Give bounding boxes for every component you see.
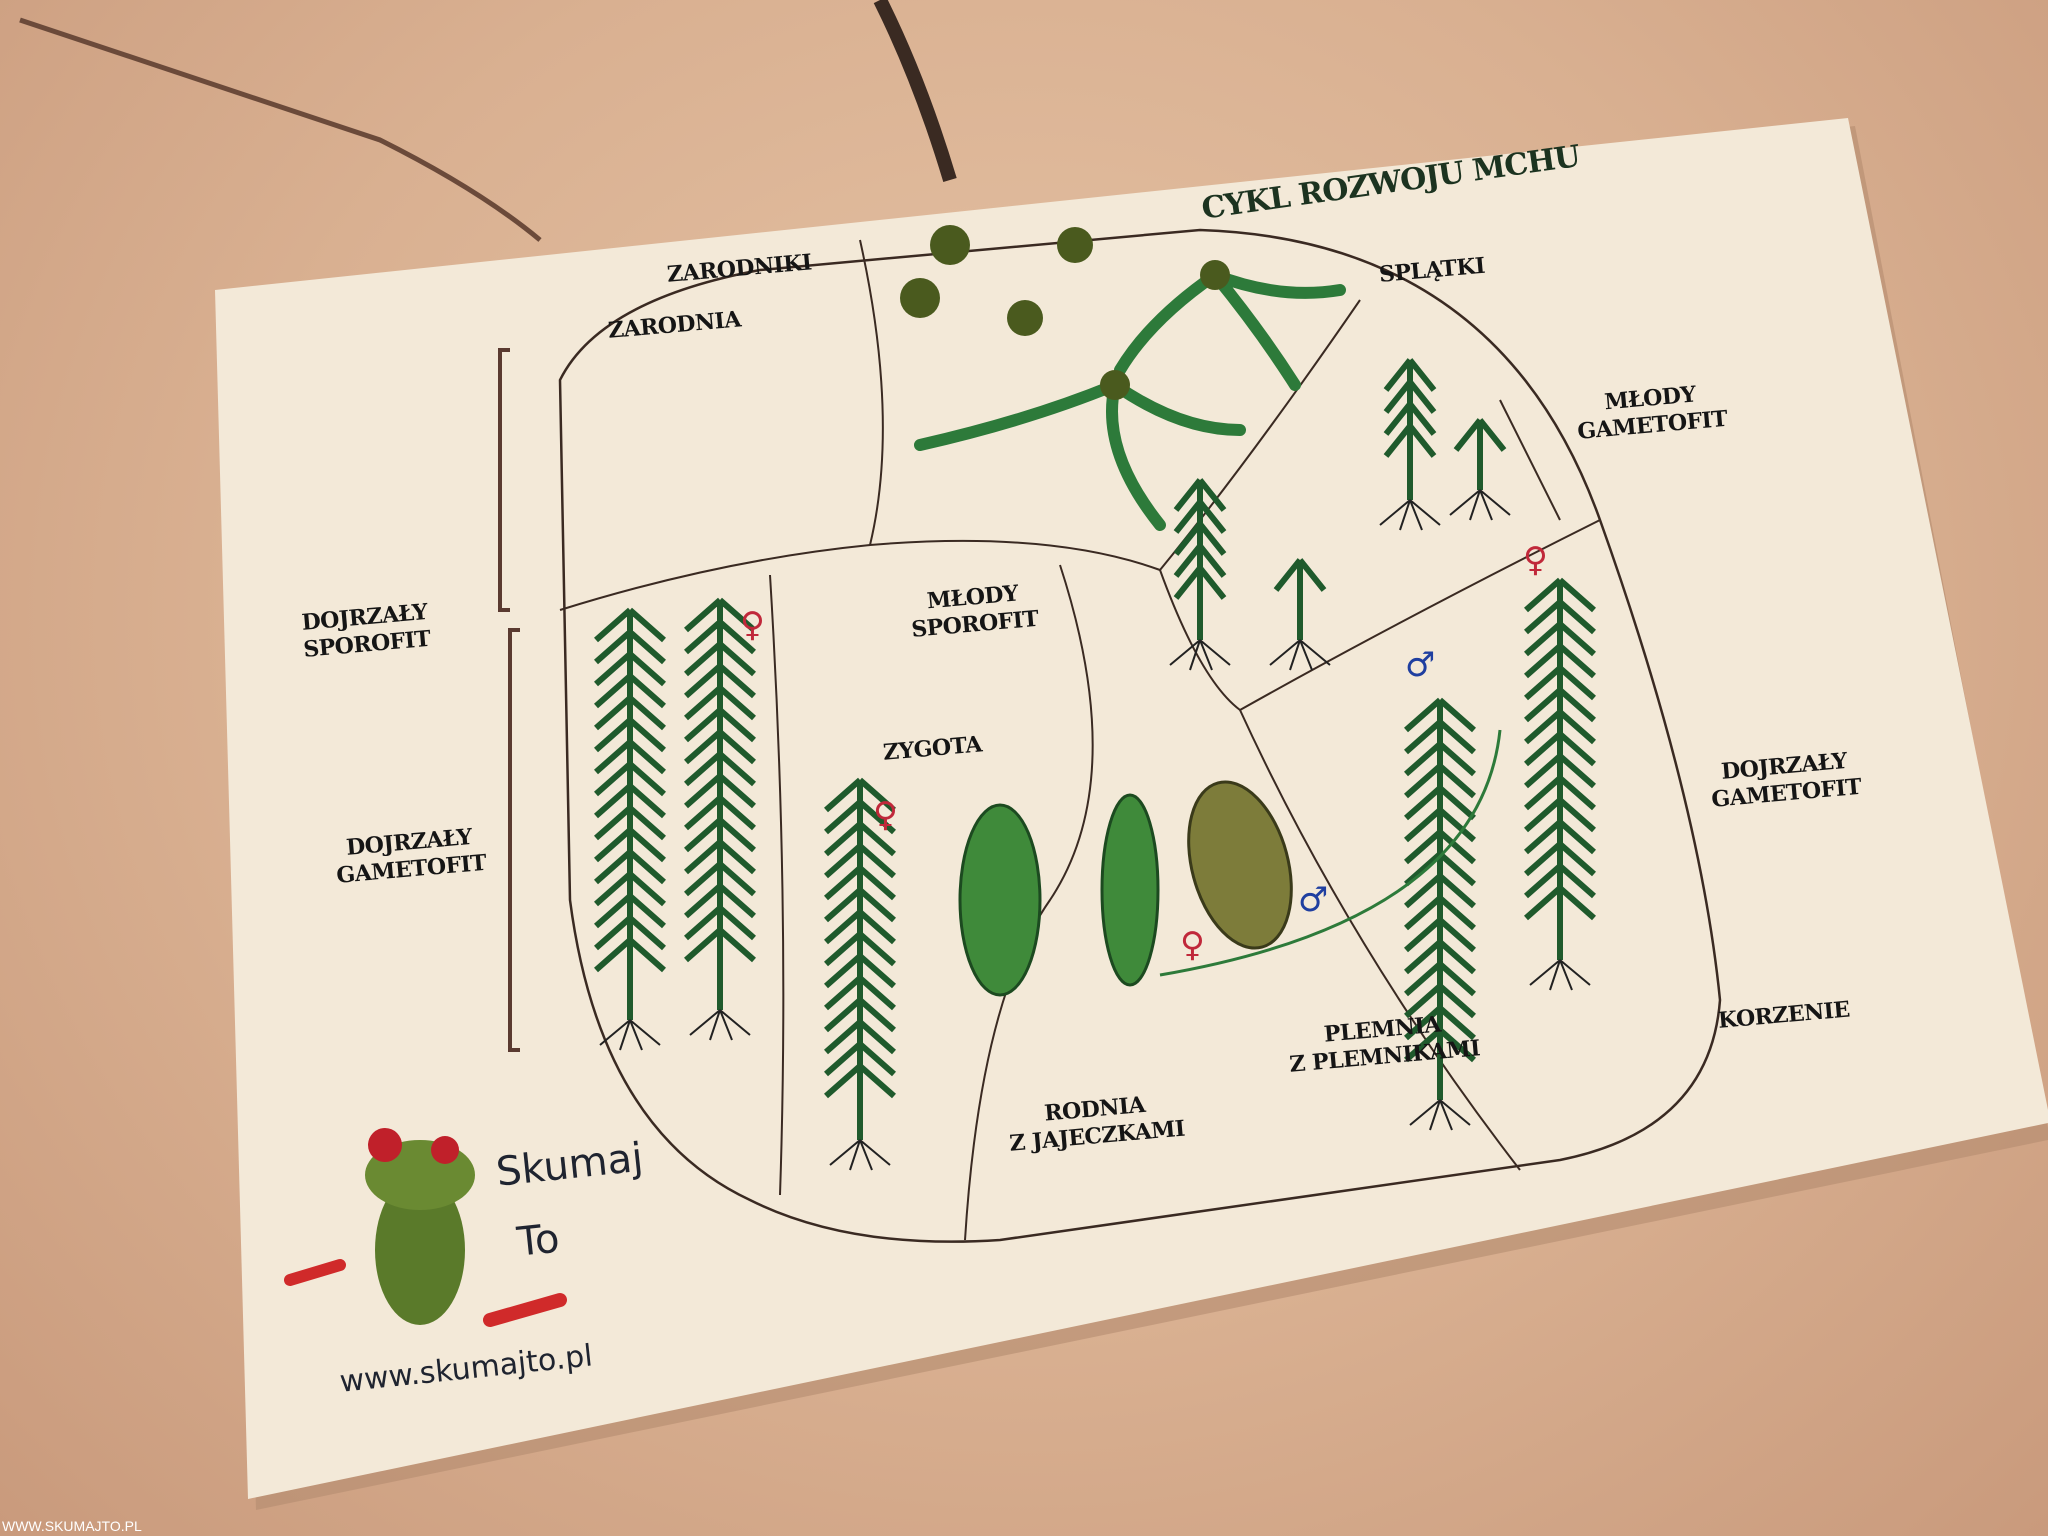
bracket [498,348,520,1052]
rhizoids [599,1019,661,1051]
moss-plant [1383,358,1437,500]
female-symbol: ♀ [1523,540,1548,580]
rhizoids [1529,959,1591,991]
archegonium-illustration [1100,793,1160,987]
rhizoids [1169,639,1231,671]
rhizoids [1409,1099,1471,1131]
male-symbol: ♂ [1298,880,1329,920]
moss-plant [594,607,666,1020]
moss-plant [1453,418,1507,490]
rhizoids [1379,499,1441,531]
moss-plants [594,358,1596,1171]
logo-text-to: To [515,1215,562,1266]
frog-logo [284,1128,567,1327]
moss-plant [1273,558,1327,640]
wood-crack [19,17,542,242]
watermark: WWW.SKUMAJTO.PL [2,1518,142,1534]
zygote-illustration [958,803,1042,997]
puzzle-cut-lines [559,239,1601,1241]
rhizoids [829,1139,891,1171]
moss-plant [684,597,756,1010]
moss-plant [1404,697,1476,1100]
rhizoids [689,1009,751,1041]
rhizoids [1269,639,1331,671]
male-symbol: ♂ [1405,645,1436,685]
wood-crack [873,0,957,183]
antheridium-illustration [1187,780,1293,950]
female-symbol: ♀ [1180,925,1205,965]
moss-plant [1173,478,1227,640]
female-symbol: ♀ [873,795,898,835]
protonema [914,269,1346,531]
spores [900,225,1230,400]
female-symbol: ♀ [740,605,765,645]
cycle-arrow [1159,729,1502,977]
rhizoids [1449,489,1511,521]
puzzle-outline [558,228,1722,1243]
moss-plant [1524,577,1596,960]
moss-plant [824,777,896,1140]
